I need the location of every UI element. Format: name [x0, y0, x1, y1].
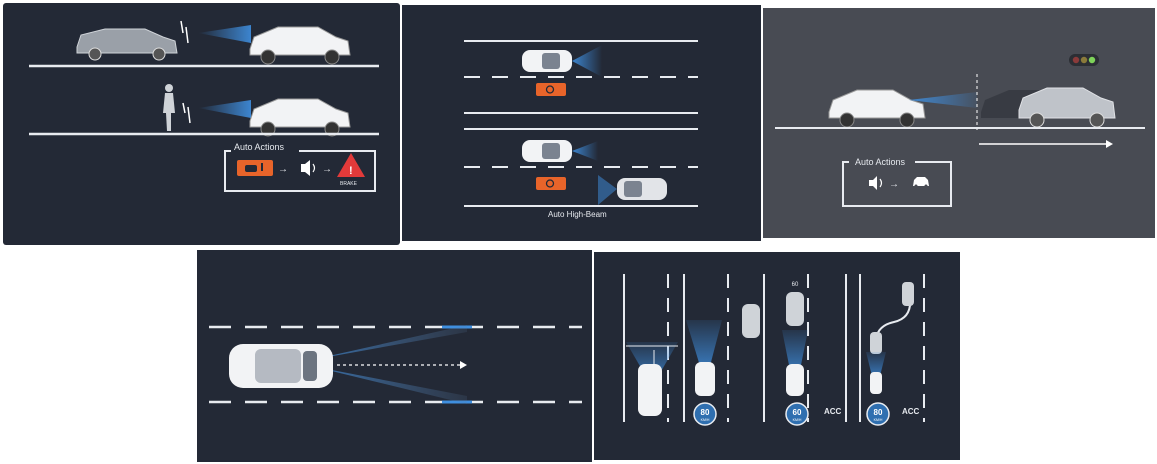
svg-text:!: !	[349, 165, 353, 177]
lane-illustration	[209, 325, 582, 404]
beam-scene-4	[866, 352, 886, 376]
ego-car-top-4	[229, 344, 333, 388]
auto-actions-box-2	[842, 161, 952, 207]
speed-value-1: 80	[701, 408, 710, 417]
high-beam-1	[572, 45, 602, 77]
camera-beam-bottom	[311, 366, 467, 404]
speed-sign-1	[693, 402, 717, 426]
middle-car-scene-4	[870, 332, 882, 354]
high-beam-panel: Auto High-Beam	[402, 5, 761, 241]
traffic-panel: Auto Actions →	[763, 8, 1155, 238]
auto-actions-title-2: Auto Actions	[855, 157, 906, 167]
speed-value-2: 60	[793, 408, 802, 417]
ego-car-2	[249, 98, 351, 137]
svg-text:KM/H: KM/H	[701, 418, 710, 422]
low-beam-2	[572, 141, 598, 161]
beam-scene-1	[626, 342, 678, 380]
auto-high-beam-caption: Auto High-Beam	[548, 210, 607, 219]
brake-label: BRAKE	[340, 181, 358, 187]
lead-car-scene-4	[902, 282, 914, 306]
beam-scene-2	[686, 320, 722, 366]
lead-car-speed: 60	[792, 282, 799, 288]
car-icon	[913, 177, 929, 188]
camera-beam-top	[311, 325, 467, 360]
radar-beam-1	[198, 25, 251, 43]
high-beam-illustration: Auto High-Beam	[464, 40, 698, 219]
aeb-panel: Auto Actions → → ! BRAKE	[3, 3, 400, 245]
acc-panel: 80 KM/H 60 60 KM/H ACC 80 KM/H ACC	[594, 252, 960, 460]
beam-scene-3	[782, 330, 808, 370]
aeb-illustration: Auto Actions → → ! BRAKE	[29, 20, 379, 192]
oncoming-car	[617, 178, 667, 200]
arrow-2: →	[322, 164, 332, 175]
arrow-1: →	[278, 164, 288, 175]
front-car-3	[1018, 87, 1116, 128]
pedestrian-icon	[163, 84, 175, 131]
auto-actions-box	[224, 150, 376, 192]
lane-panel	[197, 250, 592, 462]
ego-car-scene-1	[638, 364, 662, 416]
svg-text:KM/H: KM/H	[793, 418, 802, 422]
lead-car-scene-3	[786, 292, 804, 326]
ego-car-3	[828, 89, 926, 128]
ego-car-1	[249, 26, 351, 65]
oncoming-beam	[598, 175, 617, 205]
headlamp-icon-2	[536, 177, 566, 190]
radar-beam-3	[909, 92, 977, 108]
speed-value-3: 80	[874, 408, 883, 417]
acc-label-1: ACC	[824, 407, 842, 416]
acc-label-2: ACC	[902, 407, 920, 416]
ego-car-top-1	[522, 50, 572, 72]
arrow-3: →	[889, 179, 899, 190]
lead-car-scene-2	[742, 304, 760, 338]
traffic-light-icon	[1069, 54, 1099, 66]
ego-car-scene-3	[786, 364, 804, 396]
speed-sign-3	[866, 402, 890, 426]
acc-illustration: 80 KM/H 60 60 KM/H ACC 80 KM/H ACC	[623, 274, 925, 426]
warning-marks	[180, 20, 189, 44]
ego-car-top-2	[522, 140, 572, 162]
brake-warning-icon	[337, 153, 365, 177]
speaker-icon-2	[869, 176, 883, 190]
speaker-icon	[301, 160, 316, 176]
warning-marks-2	[182, 102, 191, 124]
front-car	[76, 28, 178, 61]
traffic-illustration: Auto Actions →	[775, 54, 1145, 207]
headlamp-icon	[536, 83, 566, 96]
ego-car-scene-2	[695, 362, 715, 396]
speed-sign-2	[785, 402, 809, 426]
ego-car-scene-4	[870, 372, 882, 394]
auto-actions-title: Auto Actions	[234, 142, 285, 152]
svg-text:KM/H: KM/H	[874, 418, 883, 422]
radar-beam-2	[198, 100, 251, 118]
